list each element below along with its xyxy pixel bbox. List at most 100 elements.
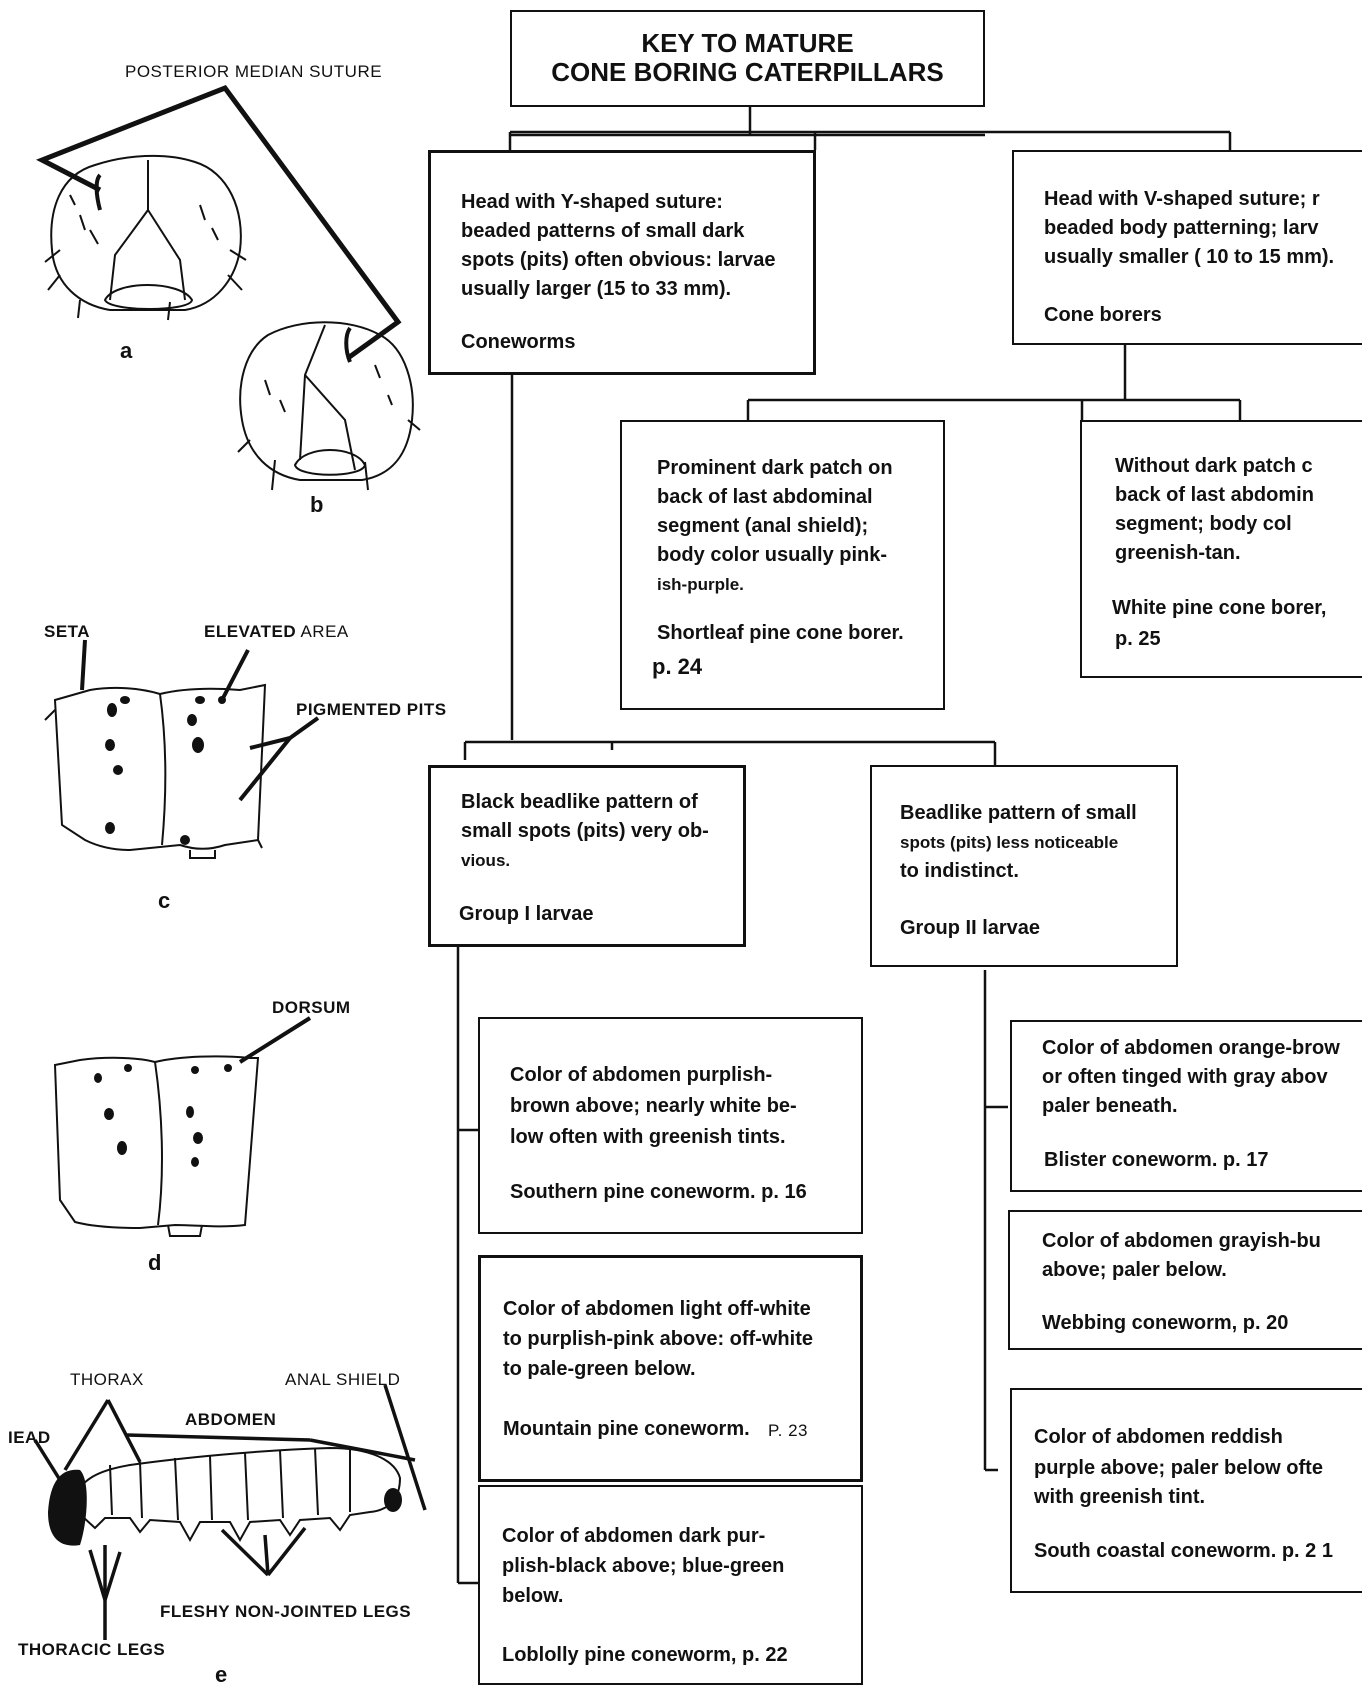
key-title-box: KEY TO MATURE CONE BORING CATERPILLARS bbox=[510, 10, 985, 107]
group-2-line-2: spots (pits) less noticeable bbox=[900, 833, 1119, 852]
caterpillar-pointers bbox=[33, 1384, 427, 1640]
mountain-line-2: to purplish-pink above: off-white bbox=[503, 1328, 813, 1350]
caterpillar-head-and-shield bbox=[48, 1469, 402, 1546]
coneworms-line-3: spots (pits) often obvious: larvae bbox=[461, 249, 776, 271]
label-thorax: THORAX bbox=[70, 1370, 144, 1389]
mountain-page: P. 23 bbox=[768, 1421, 809, 1440]
box-white-pine: Without dark patch c back of last abdomi… bbox=[1080, 420, 1362, 678]
title-line-1: KEY TO MATURE bbox=[641, 28, 854, 58]
label-posterior-median-suture: POSTERIOR MEDIAN SUTURE bbox=[125, 62, 383, 81]
group-1-line-1: Black beadlike pattern of bbox=[461, 791, 698, 813]
white-pine-line-3: segment; body col bbox=[1115, 513, 1292, 535]
white-pine-line-4: greenish-tan. bbox=[1115, 542, 1241, 564]
segment-c-pointers bbox=[80, 639, 320, 802]
label-abdomen: ABDOMEN bbox=[185, 1410, 277, 1429]
label-seta: SETA bbox=[44, 622, 91, 641]
coneworms-line-2: beaded patterns of small dark bbox=[461, 220, 745, 242]
box-blister: Color of abdomen orange-brow or often ti… bbox=[1010, 1020, 1362, 1192]
shortleaf-page: p. 24 bbox=[652, 654, 703, 679]
shortleaf-name: Shortleaf pine cone borer. bbox=[657, 622, 904, 644]
loblolly-name: Loblolly pine coneworm, p. 22 bbox=[502, 1644, 788, 1666]
blister-line-3: paler beneath. bbox=[1042, 1095, 1178, 1117]
box-webbing: Color of abdomen grayish-bu above; paler… bbox=[1008, 1210, 1362, 1350]
label-head: IEAD bbox=[8, 1428, 51, 1447]
shortleaf-line-4: body color usually pink- bbox=[657, 544, 888, 566]
mountain-name: Mountain pine coneworm. bbox=[503, 1418, 750, 1440]
south-coastal-line-1: Color of abdomen reddish bbox=[1034, 1426, 1283, 1448]
label-anal-shield: ANAL SHIELD bbox=[285, 1370, 401, 1389]
box-shortleaf: Prominent dark patch on back of last abd… bbox=[620, 420, 945, 710]
blister-line-1: Color of abdomen orange-brow bbox=[1042, 1037, 1340, 1059]
box-mountain: Color of abdomen light off-white to purp… bbox=[478, 1255, 863, 1482]
southern-line-3: low often with greenish tints. bbox=[510, 1126, 786, 1148]
southern-line-2: brown above; nearly white be- bbox=[510, 1095, 797, 1117]
blister-line-2: or often tinged with gray abov bbox=[1042, 1066, 1328, 1088]
group-2-line-3: to indistinct. bbox=[900, 860, 1019, 882]
suture-pointer-lines bbox=[35, 84, 402, 361]
figure-letter-e: e bbox=[215, 1662, 228, 1687]
box-loblolly: Color of abdomen dark pur- plish-black a… bbox=[478, 1485, 863, 1685]
blister-name: Blister coneworm. p. 17 bbox=[1044, 1149, 1269, 1171]
southern-line-1: Color of abdomen purplish- bbox=[510, 1064, 773, 1086]
title-line-2: CONE BORING CATERPILLARS bbox=[551, 57, 944, 87]
figure-letter-b: b bbox=[310, 492, 324, 517]
label-dorsum: DORSUM bbox=[272, 998, 351, 1017]
shortleaf-line-5: ish-purple. bbox=[657, 575, 744, 594]
label-thoracic-legs: THORACIC LEGS bbox=[18, 1640, 166, 1659]
segment-drawing-c bbox=[44, 683, 267, 859]
southern-name: Southern pine coneworm. p. 16 bbox=[510, 1181, 807, 1203]
label-elevated: ELEVATED bbox=[204, 622, 297, 641]
webbing-name: Webbing coneworm, p. 20 bbox=[1042, 1312, 1289, 1334]
white-pine-name: White pine cone borer, bbox=[1112, 597, 1327, 619]
figure-letter-d: d bbox=[148, 1250, 162, 1275]
group-1-name: Group I larvae bbox=[459, 903, 594, 925]
box-cone-borers: Head with V-shaped suture; r beaded body… bbox=[1012, 150, 1362, 345]
south-coastal-name: South coastal coneworm. p. 2 1 bbox=[1034, 1540, 1333, 1562]
segment-drawing-d bbox=[53, 1055, 260, 1237]
cone-borers-line-2: beaded body patterning; larv bbox=[1044, 217, 1319, 239]
label-fleshy-legs: FLESHY NON-JOINTED LEGS bbox=[160, 1602, 412, 1621]
white-pine-line-1: Without dark patch c bbox=[1115, 455, 1313, 477]
label-pigmented-pits: PIGMENTED PITS bbox=[296, 700, 447, 719]
webbing-line-2: above; paler below. bbox=[1042, 1259, 1227, 1281]
pits-d bbox=[94, 1064, 232, 1167]
coneworms-name: Coneworms bbox=[461, 331, 576, 353]
group-2-line-1: Beadlike pattern of small bbox=[900, 802, 1137, 824]
mountain-line-3: to pale-green below. bbox=[503, 1358, 696, 1380]
cone-borers-line-3: usually smaller ( 10 to 15 mm). bbox=[1044, 246, 1335, 268]
coneworms-line-1: Head with Y-shaped suture: bbox=[461, 191, 723, 213]
figure-letter-a: a bbox=[120, 338, 133, 363]
white-pine-line-2: back of last abdomin bbox=[1115, 484, 1314, 506]
box-group-1: Black beadlike pattern of small spots (p… bbox=[428, 765, 746, 947]
shortleaf-line-3: segment (anal shield); bbox=[657, 515, 869, 537]
cone-borers-line-1: Head with V-shaped suture; r bbox=[1044, 188, 1320, 210]
webbing-line-1: Color of abdomen grayish-bu bbox=[1042, 1230, 1321, 1252]
head-capsule-drawings bbox=[44, 154, 421, 491]
white-pine-page: p. 25 bbox=[1115, 628, 1161, 650]
shortleaf-line-2: back of last abdominal bbox=[657, 486, 873, 508]
label-elevated-area: ELEVATED AREA bbox=[204, 622, 349, 642]
connector-lines bbox=[456, 107, 1242, 1585]
cone-borers-name: Cone borers bbox=[1044, 304, 1162, 326]
label-area: AREA bbox=[300, 622, 349, 641]
south-coastal-line-3: with greenish tint. bbox=[1034, 1486, 1206, 1508]
box-south-coastal: Color of abdomen reddish purple above; p… bbox=[1010, 1388, 1362, 1593]
loblolly-line-1: Color of abdomen dark pur- bbox=[502, 1525, 766, 1547]
box-group-2: Beadlike pattern of small spots (pits) l… bbox=[870, 765, 1178, 967]
loblolly-line-3: below. bbox=[502, 1585, 564, 1607]
caterpillar-drawing bbox=[68, 1446, 402, 1543]
group-1-line-3: vious. bbox=[461, 851, 511, 870]
box-southern: Color of abdomen purplish- brown above; … bbox=[478, 1017, 863, 1234]
coneworms-line-4: usually larger (15 to 33 mm). bbox=[461, 278, 732, 300]
loblolly-line-2: plish-black above; blue-green bbox=[502, 1555, 785, 1577]
figure-letter-c: c bbox=[158, 888, 171, 913]
pigmented-pits-c bbox=[105, 696, 226, 845]
south-coastal-line-2: purple above; paler below ofte bbox=[1034, 1457, 1323, 1479]
mountain-line-1: Color of abdomen light off-white bbox=[503, 1298, 811, 1320]
shortleaf-line-1: Prominent dark patch on bbox=[657, 457, 893, 479]
group-2-name: Group II larvae bbox=[900, 917, 1041, 939]
box-coneworms: Head with Y-shaped suture: beaded patter… bbox=[428, 150, 816, 375]
group-1-line-2: small spots (pits) very ob- bbox=[461, 820, 709, 842]
